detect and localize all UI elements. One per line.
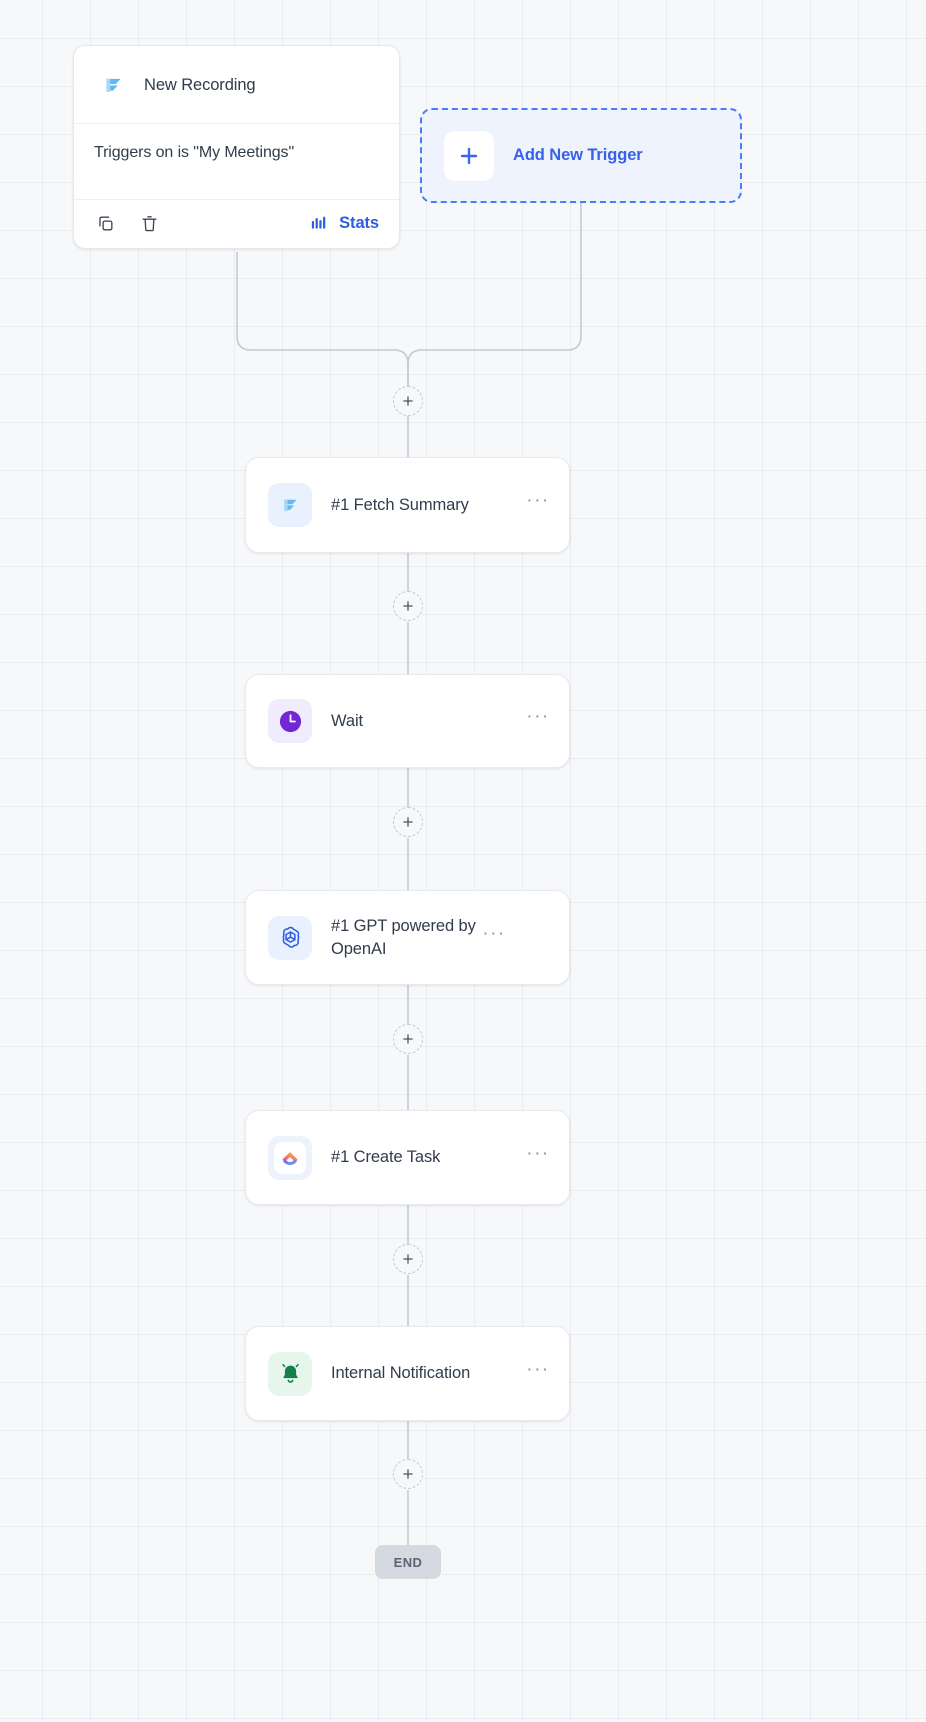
add-step-after-notification-button[interactable] (393, 1459, 423, 1489)
node-menu-icon[interactable]: ··· (526, 1358, 550, 1380)
fireflies-icon (268, 483, 312, 527)
plus-icon (444, 130, 494, 181)
node-menu-icon[interactable]: ··· (526, 706, 550, 727)
stats-button[interactable]: Stats (311, 214, 379, 233)
trigger-card[interactable]: New Recording Triggers on is "My Meeting… (73, 45, 400, 249)
node-label: #1 Fetch Summary (331, 495, 469, 514)
add-step-after-fetch-summary-button[interactable] (393, 591, 423, 621)
bar-chart-icon (311, 215, 328, 232)
fireflies-icon (96, 68, 130, 102)
bell-icon (268, 1351, 312, 1396)
trigger-card-header: New Recording (74, 46, 399, 124)
trigger-title: New Recording (144, 75, 256, 94)
node-label: #1 GPT powered by OpenAI (331, 916, 476, 958)
end-label: END (393, 1554, 423, 1570)
node-menu-icon[interactable]: ··· (526, 1142, 550, 1164)
node-create-task[interactable]: #1 Create Task ··· (245, 1110, 570, 1205)
openai-icon (268, 915, 312, 960)
add-step-after-gpt-button[interactable] (393, 1024, 423, 1054)
add-step-after-trigger-button[interactable] (393, 386, 423, 416)
trigger-card-footer: Stats (74, 200, 399, 248)
stats-label: Stats (339, 213, 379, 232)
node-menu-icon[interactable]: ··· (526, 490, 550, 511)
trigger-condition-text: Triggers on is "My Meetings" (94, 144, 295, 161)
clickup-icon (268, 1135, 312, 1180)
end-marker: END (375, 1545, 441, 1579)
node-label: Internal Notification (331, 1364, 471, 1383)
node-label: #1 Create Task (331, 1148, 441, 1167)
clock-icon (268, 699, 312, 743)
node-fetch-summary[interactable]: #1 Fetch Summary ··· (245, 457, 570, 553)
add-new-trigger-label: Add New Trigger (513, 146, 643, 164)
node-gpt-openai[interactable]: #1 GPT powered by OpenAI ··· (245, 890, 570, 985)
node-menu-icon[interactable]: ··· (482, 922, 506, 944)
add-new-trigger-button[interactable]: Add New Trigger (420, 108, 742, 203)
trash-icon[interactable] (138, 212, 160, 234)
trigger-card-body: Triggers on is "My Meetings" (74, 124, 399, 200)
node-label: Wait (331, 711, 363, 730)
node-internal-notification[interactable]: Internal Notification ··· (245, 1326, 570, 1421)
node-wait[interactable]: Wait ··· (245, 674, 570, 768)
add-step-after-wait-button[interactable] (393, 807, 423, 837)
copy-icon[interactable] (94, 212, 116, 234)
add-step-after-create-task-button[interactable] (393, 1244, 423, 1274)
